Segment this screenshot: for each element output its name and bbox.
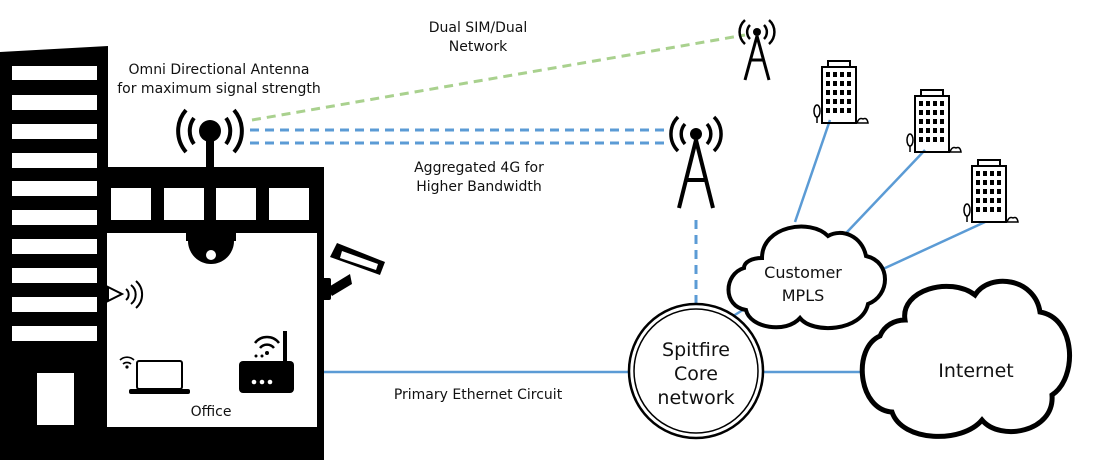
connections	[250, 33, 986, 374]
omni-antenna-label-line1: Omni Directional Antenna	[129, 62, 310, 78]
office-building-icon-2	[906, 89, 962, 153]
core-network-node	[627, 302, 765, 440]
router-icon	[239, 331, 294, 393]
internet-label: Internet	[938, 360, 1013, 382]
internet-cloud	[859, 278, 1072, 439]
cctv-camera-icon	[322, 243, 385, 300]
office-building-icon-3	[963, 159, 1019, 223]
omni-antenna-label-line2: for maximum signal strength	[117, 81, 321, 97]
laptop-icon	[119, 356, 190, 394]
mpls-label-line1: Customer	[764, 263, 842, 282]
mpls-cloud	[726, 224, 887, 331]
dual-sim-label-line1: Dual SIM/Dual	[429, 20, 528, 36]
core-network-label-line2: Core	[674, 363, 718, 385]
cell-tower-icon-dual	[738, 19, 776, 81]
mpls-to-building-1	[793, 119, 832, 223]
aggregated-4g-label-line2: Higher Bandwidth	[416, 179, 542, 195]
aggregated-4g-label-line1: Aggregated 4G for	[414, 160, 544, 176]
cell-tower-icon-4g	[669, 115, 723, 209]
office-building-icon	[0, 46, 324, 460]
office-label: Office	[191, 404, 232, 420]
office-building-icon-1	[813, 60, 869, 124]
dual-sim-link	[251, 33, 746, 122]
mpls-label-line2: MPLS	[782, 286, 825, 305]
dual-sim-label-line2: Network	[449, 39, 508, 55]
core-network-label-line3: network	[657, 387, 734, 409]
core-network-label-line1: Spitfire	[662, 339, 730, 361]
primary-ethernet-label: Primary Ethernet Circuit	[394, 387, 563, 403]
mpls-to-building-3	[869, 220, 986, 277]
wifi-waves-icon	[107, 280, 144, 309]
dome-camera-icon	[186, 233, 236, 264]
omni-antenna-icon	[176, 108, 244, 175]
